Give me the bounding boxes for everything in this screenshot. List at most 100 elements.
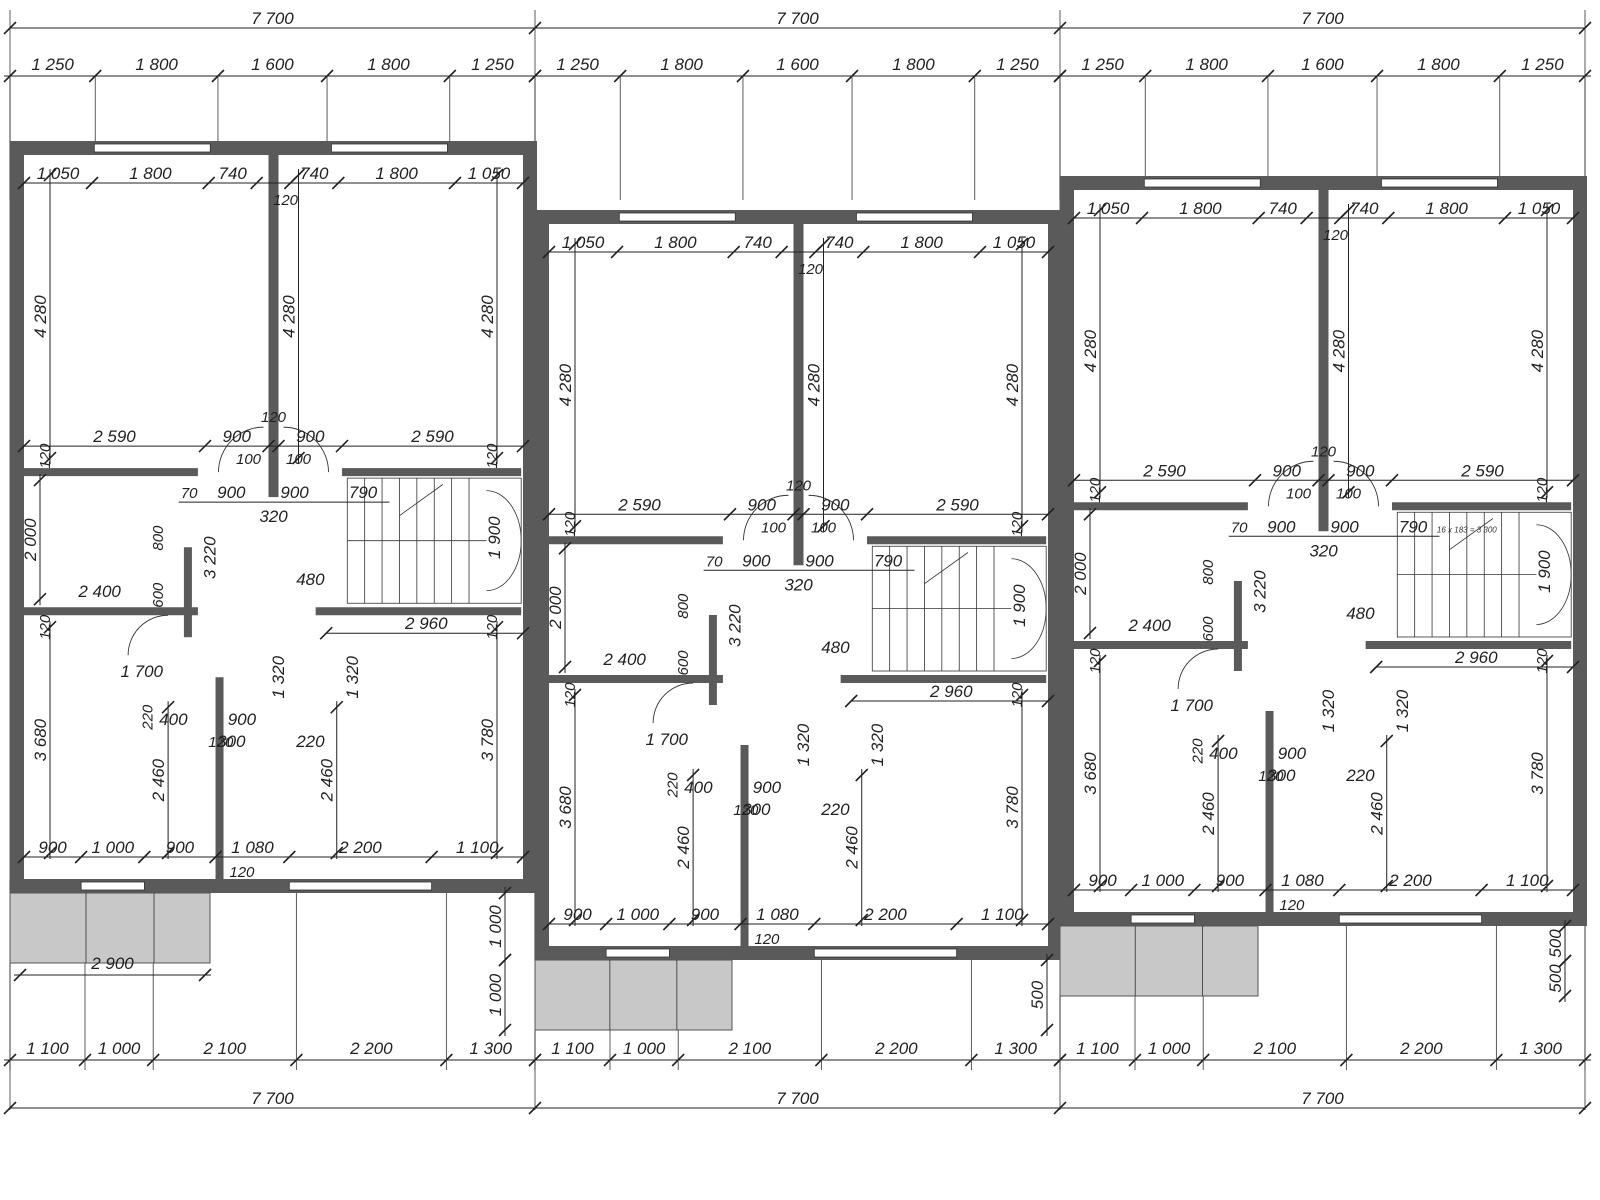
room-dim-label: 1 080: [1281, 871, 1324, 890]
room-height-dim-tick: [558, 660, 572, 674]
bottom-segment-label: 1 000: [623, 1039, 666, 1058]
terrace-dim-tick: [1558, 919, 1572, 933]
room-dim-tick: [973, 245, 987, 259]
overall-bottom-label: 7 700: [251, 1089, 294, 1108]
overall-bottom-label: 7 700: [1301, 1089, 1344, 1108]
room-dim-label: 1 800: [654, 233, 697, 252]
room-dim-label: 1 050: [37, 164, 80, 183]
room-dim-label: 900: [217, 483, 246, 502]
room-dim-label: 120: [1258, 768, 1284, 785]
window: [1143, 178, 1261, 188]
room-dim-tick: [74, 850, 88, 864]
room-dim-tick: [335, 439, 349, 453]
room-dim-label: 2 200: [863, 905, 907, 924]
room-dim-label: 220: [820, 800, 850, 819]
room-dim-label: 900: [38, 838, 67, 857]
door-swing: [652, 682, 694, 724]
room-dim-tick: [1381, 211, 1395, 225]
room-dim-label: 1 320: [868, 723, 887, 766]
room-dim-label: 1 050: [1087, 199, 1130, 218]
room-height-dim-label: 2 460: [1199, 792, 1218, 836]
room-dim-label: 1 100: [456, 838, 499, 857]
room-dim-tick: [1187, 883, 1201, 897]
room-dim-label: 1 800: [900, 233, 943, 252]
room-dim-label: 900: [691, 905, 720, 924]
room-height-dim-tick: [33, 473, 47, 487]
room-dim-label: 120: [273, 192, 299, 209]
top-segment-label: 1 800: [660, 55, 703, 74]
room-dim-label: 120: [1311, 443, 1337, 460]
room-dim-label: 70: [181, 485, 198, 502]
room-dim-label: 2 400: [1127, 616, 1171, 635]
room-height-dim-tick: [1540, 654, 1554, 668]
terrace-dim-tick: [1040, 1023, 1054, 1037]
room-dim-label: 790: [1399, 517, 1428, 536]
terrace-dim-tick: [1558, 989, 1572, 1003]
partition-wall: [793, 224, 804, 566]
room-dim-tick: [137, 850, 151, 864]
room-height-dim-tick: [568, 237, 582, 251]
room-height-dim-tick: [816, 237, 831, 251]
stair-arrow: [1449, 518, 1494, 551]
bottom-segment-label: 2 100: [1252, 1039, 1296, 1058]
room-dim-label: 1 800: [375, 164, 418, 183]
room-dim-label: 120: [229, 864, 255, 881]
room-dim-label: 1 050: [468, 164, 511, 183]
overall-top-label: 7 700: [251, 9, 294, 28]
room-dim-label: 120: [733, 802, 759, 819]
partition-wall: [24, 468, 198, 477]
top-segment-label: 1 800: [1417, 55, 1460, 74]
terrace-dim-tick: [1558, 954, 1572, 968]
room-dim-label: 740: [825, 233, 854, 252]
room-dim-label: 800: [150, 525, 167, 551]
room-dim-tick: [425, 850, 439, 864]
room-dim-label: 1 800: [129, 164, 172, 183]
room-height-dim-tick: [1341, 485, 1356, 499]
room-dim-label: 1 320: [1319, 689, 1338, 732]
room-dim-label: 900: [1330, 517, 1359, 536]
room-dim-label: 120: [562, 682, 579, 708]
room-dim-tick: [786, 507, 801, 521]
room-dim-tick: [1252, 211, 1266, 225]
room-dim-tick: [1067, 883, 1081, 897]
room-dim-label: 900: [1278, 744, 1307, 763]
room-dim-label: 120: [562, 511, 579, 537]
room-dim-label: 2 200: [1388, 871, 1432, 890]
room-height-dim-tick: [291, 168, 306, 182]
room-dim-label: 1 080: [756, 905, 799, 924]
room-dim-tick: [1067, 473, 1081, 487]
room-dim-label: 1 050: [993, 233, 1036, 252]
room-dim-tick: [1041, 245, 1055, 259]
overall-bottom-tick: [3, 1101, 17, 1115]
room-height-dim-label: 2 460: [149, 758, 168, 802]
room-dim-tick: [250, 176, 264, 190]
room-dim-tick: [516, 439, 530, 453]
bottom-segment-label: 1 300: [1519, 1039, 1562, 1058]
partition-wall: [549, 536, 723, 545]
partition-wall: [1318, 190, 1329, 532]
room-height-dim-tick: [490, 451, 504, 465]
room-height-dim-label: 4 280: [556, 363, 575, 406]
top-segment-label: 1 600: [1301, 55, 1344, 74]
top-segment-label: 1 800: [367, 55, 410, 74]
terrace-dim-tick: [498, 953, 512, 967]
room-height-dim-label: 4 280: [1003, 363, 1022, 406]
window: [331, 143, 448, 153]
room-dim-tick: [610, 245, 624, 259]
top-segment-label: 1 800: [892, 55, 935, 74]
room-dim-label: 1 000: [91, 838, 134, 857]
overall-bottom-tick: [1053, 1101, 1067, 1115]
top-segment-label: 1 250: [556, 55, 599, 74]
room-dim-label: 100: [1286, 485, 1312, 502]
room-dim-label: 120: [261, 409, 287, 426]
room-dim-label: 220: [664, 772, 681, 799]
bottom-segment-label: 1 000: [1148, 1039, 1191, 1058]
room-dim-label: 2 960: [1454, 648, 1498, 667]
room-dim-tick: [202, 176, 216, 190]
room-dim-label: 1 050: [562, 233, 605, 252]
room-dim-tick: [542, 507, 556, 521]
room-dim-tick: [208, 850, 223, 864]
room-dim-label: 900: [1088, 871, 1117, 890]
terrace: [1059, 925, 1259, 997]
room-dim-label: 900: [296, 427, 325, 446]
